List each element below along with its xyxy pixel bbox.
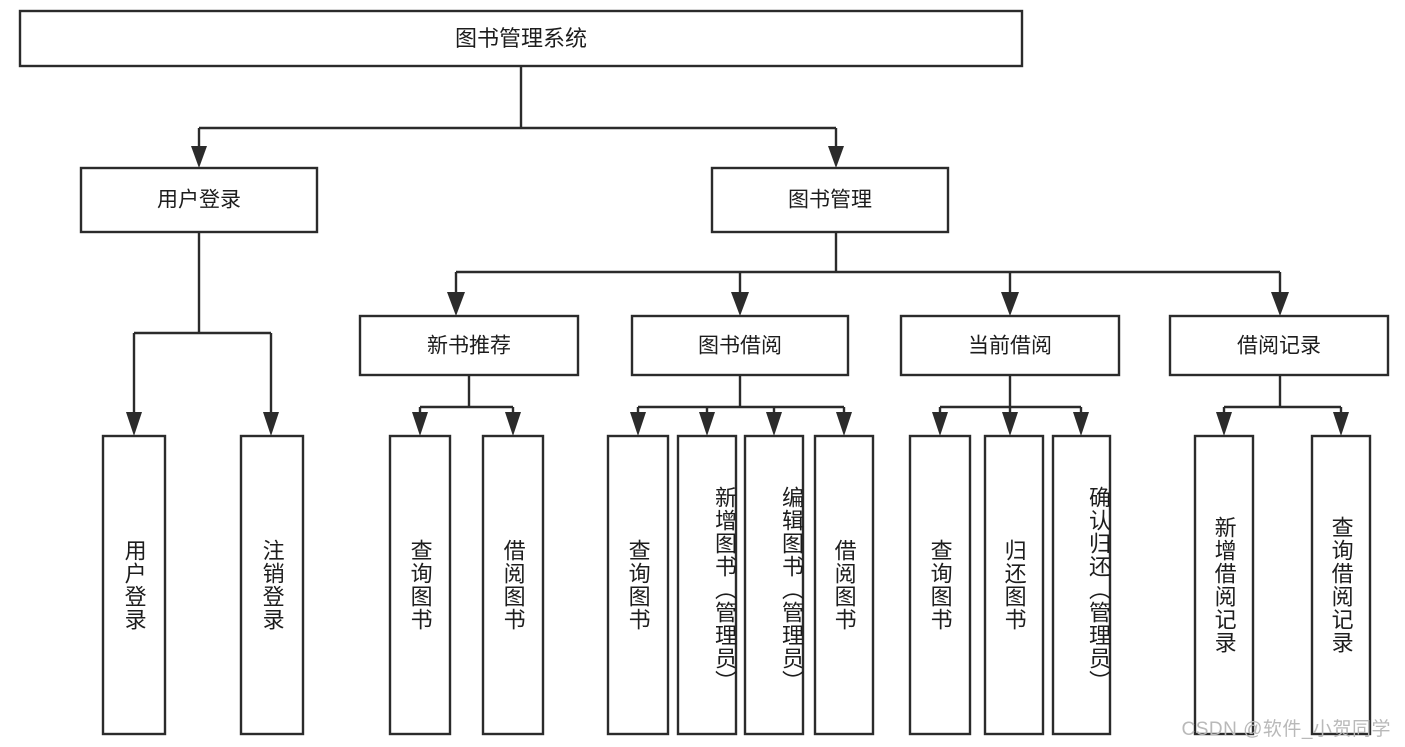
connector-bookmanage-to-level3 xyxy=(447,232,1289,316)
connector-newbook-to-leaves xyxy=(412,375,521,436)
connector-userlogin-to-leaves xyxy=(126,232,279,436)
node-leaf-borrow-book-2[interactable] xyxy=(813,434,875,736)
csdn-watermark: CSDN @软件_小贺同学 xyxy=(1181,719,1391,740)
node-borrow-record[interactable]: 借阅记录 xyxy=(1168,314,1390,377)
node-borrow-record-label: 借阅记录 xyxy=(1237,335,1321,358)
connector-borrowrecord-to-leaves xyxy=(1216,375,1349,436)
node-book-borrow-label: 图书借阅 xyxy=(698,335,782,358)
node-book-manage-label: 图书管理 xyxy=(788,189,872,212)
node-root[interactable]: 图书管理系统 xyxy=(18,9,1024,68)
node-leaf-query-book-2[interactable] xyxy=(606,434,670,736)
node-user-login-label: 用户登录 xyxy=(157,189,241,212)
node-leaf-query-record[interactable] xyxy=(1310,434,1372,736)
node-new-book-recommend-label: 新书推荐 xyxy=(427,335,511,358)
node-leaf-user-login[interactable] xyxy=(101,434,167,736)
node-leaf-confirm-return[interactable] xyxy=(1051,434,1112,736)
node-leaf-query-book-1[interactable] xyxy=(388,434,452,736)
node-book-borrow[interactable]: 图书借阅 xyxy=(630,314,850,377)
node-leaf-add-record[interactable] xyxy=(1193,434,1255,736)
node-user-login[interactable]: 用户登录 xyxy=(79,166,319,234)
node-current-borrow[interactable]: 当前借阅 xyxy=(899,314,1121,377)
node-leaf-logout-login[interactable] xyxy=(239,434,305,736)
node-book-manage[interactable]: 图书管理 xyxy=(710,166,950,234)
node-leaf-return-book[interactable] xyxy=(983,434,1045,736)
node-leaf-edit-book[interactable] xyxy=(743,434,805,736)
node-leaf-add-book[interactable] xyxy=(676,434,738,736)
node-root-label: 图书管理系统 xyxy=(455,26,587,51)
connector-currentborrow-to-leaves xyxy=(932,375,1089,436)
node-leaf-query-book-3[interactable] xyxy=(908,434,972,736)
node-leaf-borrow-book-1[interactable] xyxy=(481,434,545,736)
connector-root-to-level2 xyxy=(191,66,844,168)
connector-bookborrow-to-leaves xyxy=(630,375,852,436)
node-current-borrow-label: 当前借阅 xyxy=(968,335,1052,358)
node-new-book-recommend[interactable]: 新书推荐 xyxy=(358,314,580,377)
